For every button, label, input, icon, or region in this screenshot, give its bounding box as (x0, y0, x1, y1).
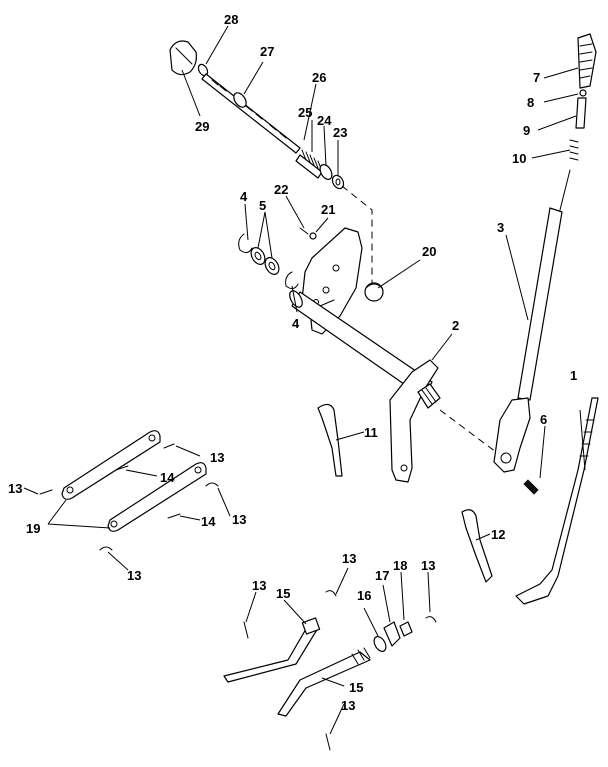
upper-rod-assembly (169, 40, 345, 190)
callout-label: 8 (527, 95, 534, 110)
callout-label: 14 (201, 514, 216, 529)
clip-part (461, 509, 493, 583)
callout-label: 4 (240, 189, 248, 204)
leader-lines (23, 25, 586, 735)
callout-label: 13 (127, 568, 141, 583)
callout-label: 13 (421, 558, 435, 573)
knob-part (169, 40, 197, 76)
callout-label: 3 (497, 220, 504, 235)
callout-labels: 1 2 3 4 4 5 6 7 8 9 10 11 12 13 13 13 13… (8, 12, 577, 713)
callout-label: 16 (357, 588, 371, 603)
callout-label: 14 (160, 470, 175, 485)
long-rod-part (515, 397, 599, 605)
callout-label: 11 (364, 425, 378, 440)
callout-label: 20 (422, 244, 436, 259)
callout-label: 1 (570, 368, 577, 383)
link-bar-part (61, 430, 161, 500)
callout-label: 15 (349, 680, 363, 695)
callout-label: 21 (321, 202, 335, 217)
link-bar-part (107, 462, 207, 532)
washer-set (238, 233, 299, 290)
link-assembly (39, 430, 219, 551)
callout-label: 22 (274, 182, 288, 197)
callout-label: 17 (375, 568, 389, 583)
threaded-rod-part (201, 73, 301, 154)
callout-label: 29 (195, 119, 209, 134)
lower-rod-part (277, 651, 371, 717)
callout-label: 12 (491, 527, 505, 542)
callout-label: 6 (540, 412, 547, 427)
callout-label: 13 (210, 450, 224, 465)
callout-label: 10 (512, 151, 526, 166)
callout-label: 23 (333, 125, 347, 140)
callout-label: 2 (452, 318, 459, 333)
lift-lever-assembly (493, 33, 597, 495)
bracket-assembly (289, 227, 433, 399)
callout-label: 18 (393, 558, 407, 573)
lift-bracket-assembly (389, 359, 441, 483)
clip-part (317, 403, 343, 477)
lift-bracket-part (389, 359, 439, 483)
callout-label: 19 (26, 521, 40, 536)
callout-label: 26 (312, 70, 326, 85)
callout-label: 13 (252, 578, 266, 593)
long-rod-assembly (515, 397, 599, 605)
callout-label: 28 (224, 12, 238, 27)
lower-rod-assembly (223, 590, 437, 751)
callout-label: 13 (8, 481, 22, 496)
callout-label: 13 (341, 698, 355, 713)
callout-label: 25 (298, 105, 312, 120)
lift-lever-part (517, 207, 563, 401)
callout-label: 13 (342, 551, 356, 566)
callout-label: 5 (259, 198, 266, 213)
callout-label: 15 (276, 586, 290, 601)
callout-label: 27 (260, 44, 274, 59)
callout-label: 13 (232, 512, 246, 527)
callout-label: 4 (292, 316, 300, 331)
callout-label: 9 (523, 123, 530, 138)
lower-rod-part (223, 621, 319, 683)
callout-label: 24 (317, 113, 332, 128)
ball-joint-part (364, 282, 384, 302)
callout-label: 7 (533, 70, 540, 85)
